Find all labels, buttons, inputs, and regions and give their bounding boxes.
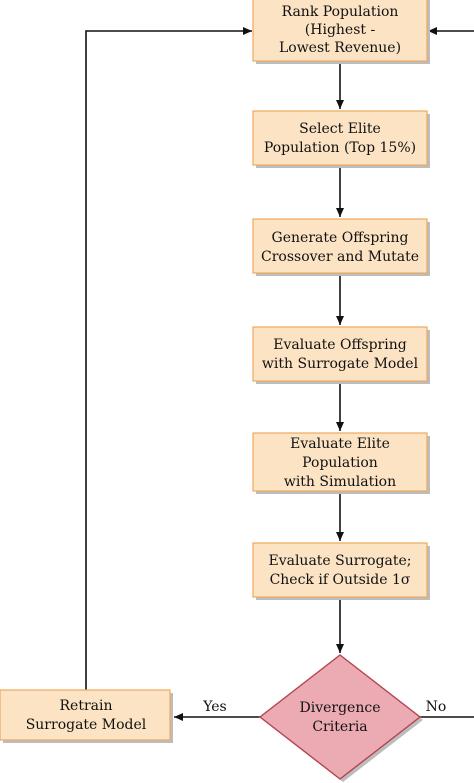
node-select-line2: Population (Top 15%) — [264, 140, 416, 156]
node-rank-line1: Rank Population — [282, 4, 399, 20]
node-generate-offspring: Generate Offspring Crossover and Mutate — [252, 218, 430, 276]
node-generate-line1: Generate Offspring — [272, 230, 409, 246]
node-rank-population: Rank Population (Highest - Lowest Revenu… — [252, 0, 430, 64]
node-rank-line2: (Highest - — [305, 22, 376, 38]
node-select-line1: Select Elite — [299, 121, 381, 137]
edge-label-no: No — [426, 699, 447, 715]
node-retrain-line2: Surrogate Model — [26, 717, 147, 733]
node-rank-line3: Lowest Revenue) — [279, 40, 401, 56]
node-retrain-surrogate: Retrain Surrogate Model — [0, 689, 173, 743]
node-evalsurrogate-line1: Evaluate Surrogate; — [268, 553, 411, 569]
node-evaluate-elite: Evaluate Elite Population with Simulatio… — [252, 432, 430, 494]
node-evaloffspring-line2: with Surrogate Model — [262, 356, 419, 372]
node-generate-line2: Crossover and Mutate — [261, 249, 419, 265]
node-select-elite: Select Elite Population (Top 15%) — [252, 110, 430, 168]
node-evalelite-line2: Population — [302, 455, 378, 471]
node-divergence-line1: Divergence — [300, 700, 381, 716]
connectors — [85, 27, 474, 721]
node-retrain-line1: Retrain — [60, 698, 113, 714]
node-evaluate-offspring: Evaluate Offspring with Surrogate Model — [252, 326, 430, 384]
node-evaloffspring-line1: Evaluate Offspring — [273, 337, 406, 353]
node-evalelite-line3: with Simulation — [284, 474, 396, 490]
edge-retrain-rank — [85, 27, 252, 690]
node-evalsurrogate-line2: Check if Outside 1σ — [270, 572, 411, 588]
node-divergence-criteria: Divergence Criteria — [258, 654, 423, 782]
edge-label-yes: Yes — [202, 699, 227, 715]
node-divergence-line2: Criteria — [312, 719, 367, 735]
node-evalelite-line1: Evaluate Elite — [290, 436, 390, 452]
node-evaluate-surrogate: Evaluate Surrogate; Check if Outside 1σ — [252, 542, 430, 600]
